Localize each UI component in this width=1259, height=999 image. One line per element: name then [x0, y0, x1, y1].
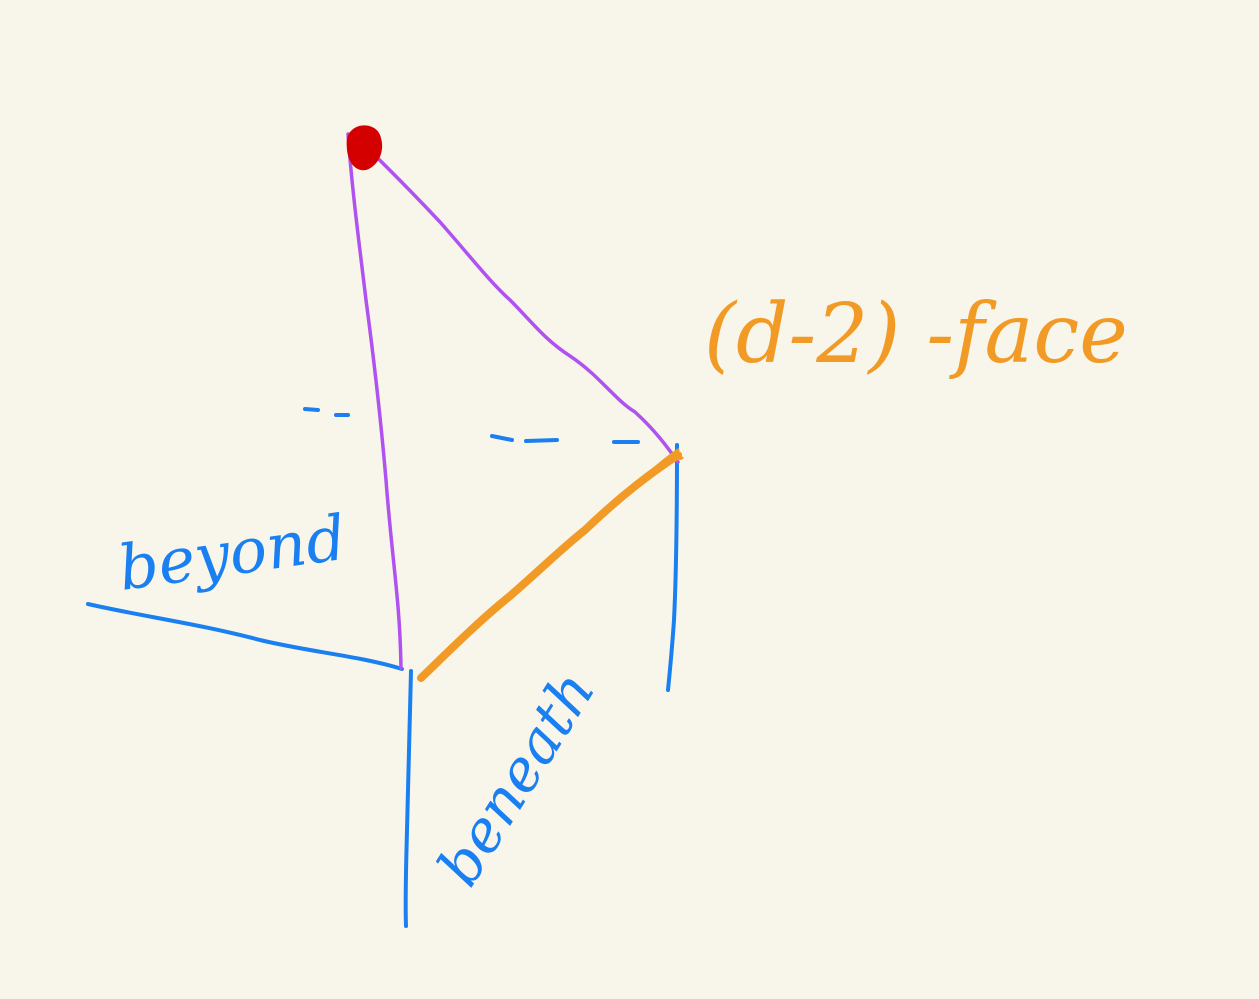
hyperplane-strokes [86, 407, 679, 928]
left-edge [346, 132, 403, 670]
dash-middle [490, 434, 559, 443]
face-label: (d-2) -face [704, 287, 1128, 382]
right-vertical-line [666, 443, 679, 692]
left-horizontal-line [86, 602, 404, 671]
right-edge [350, 131, 680, 464]
orange-face-edge-highlight [610, 448, 684, 510]
left-vertical-line [403, 669, 413, 928]
purple-edges [346, 131, 680, 670]
dash-left [303, 407, 350, 417]
apex-point [346, 125, 383, 171]
